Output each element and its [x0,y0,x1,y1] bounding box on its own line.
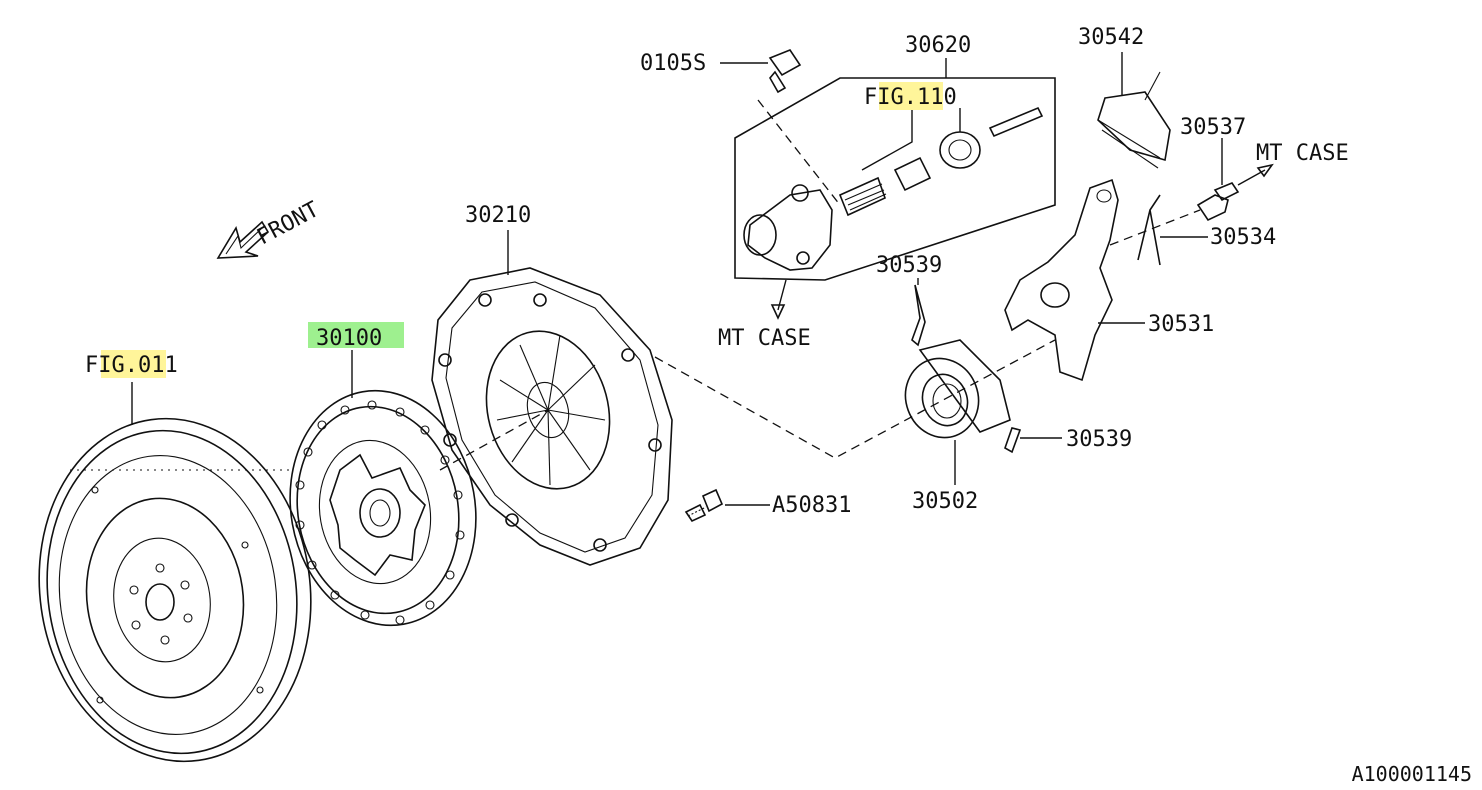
clip-30534 [1137,194,1161,266]
label-30502[interactable]: 30502 [912,489,978,514]
label-30620[interactable]: 30620 [905,33,971,58]
release-fork [1004,178,1119,382]
label-30537[interactable]: 30537 [1180,115,1246,140]
bolt-0105s [768,49,802,94]
release-bearing [904,339,1011,439]
boot-30542 [1097,71,1171,169]
label-a50831[interactable]: A50831 [772,493,851,518]
front-arrow-icon [216,220,270,259]
pivot-30537 [1196,182,1240,222]
clutch-disc [289,389,477,627]
label-mt-case-right: MT CASE [1256,141,1349,166]
label-front: FRONT [253,197,323,250]
slave-cylinder [743,184,833,271]
flywheel [38,417,312,763]
label-fig-011[interactable]: FIG.011 [85,353,178,378]
label-30539-top[interactable]: 30539 [876,253,942,278]
clip-30539-top [911,284,926,347]
label-30539-bottom[interactable]: 30539 [1066,427,1132,452]
label-30531[interactable]: 30531 [1148,312,1214,337]
clip-30539-bottom [1004,427,1022,454]
diagram-reference-code: A100001145 [1351,762,1472,786]
bolt-a50831 [684,488,724,523]
label-30100[interactable]: 30100 [316,326,382,351]
label-30542[interactable]: 30542 [1078,25,1144,50]
slave-cylinder-parts [838,106,1044,217]
leader-lines [131,52,1274,506]
label-30534[interactable]: 30534 [1210,225,1276,250]
label-0105s[interactable]: 0105S [640,51,706,76]
label-mt-case-lower: MT CASE [718,326,811,351]
pressure-plate-cover [431,267,673,566]
label-fig-110[interactable]: FIG.110 [864,85,957,110]
slave-cylinder-box [734,77,1056,281]
assembly-lines [439,99,1201,471]
label-30210[interactable]: 30210 [465,203,531,228]
